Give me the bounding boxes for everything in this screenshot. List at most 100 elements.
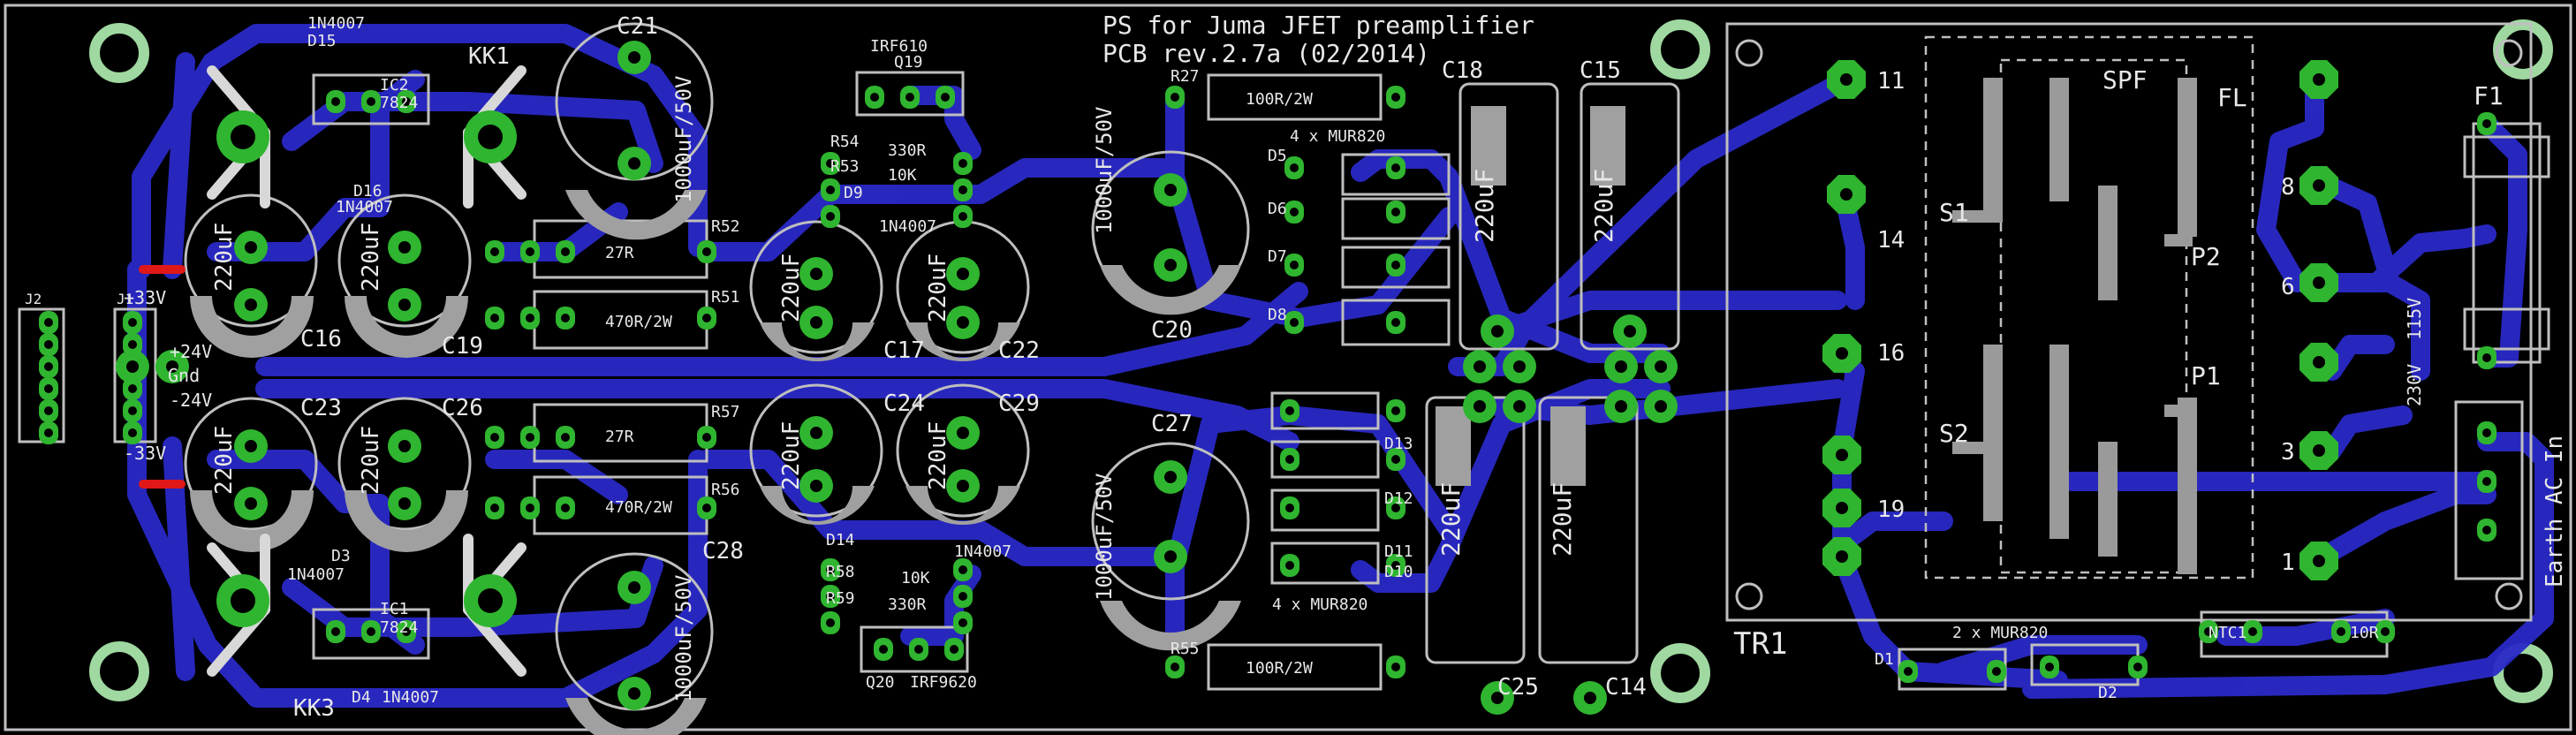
ic1-label: IC1 (380, 600, 409, 618)
c19-label: C19 (442, 333, 483, 360)
c23-label: C23 (300, 395, 342, 421)
r27-value: 100R/2W (1246, 90, 1313, 109)
p2-label: P2 (2191, 242, 2221, 271)
r57-value: 27R (605, 428, 634, 446)
c18-value: 220uF (1470, 169, 1499, 243)
d12-label: D12 (1384, 489, 1413, 508)
c16-label: C16 (300, 326, 342, 352)
r53-label: R53 (830, 157, 860, 176)
r55-label: R55 (1171, 640, 1200, 658)
d11-label: D11 (1384, 542, 1413, 561)
d9-label: D9 (844, 184, 863, 202)
jumpers (139, 265, 186, 489)
d7-label: D7 (1268, 247, 1287, 266)
c18-label: C18 (1442, 57, 1483, 84)
c23-value: 220uF (211, 426, 238, 495)
pin-3: 3 (2281, 439, 2295, 466)
earth-ac-in-label: Earth AC In (2542, 436, 2568, 587)
r52-value: 27R (605, 244, 634, 262)
d4-label: D4 (352, 688, 371, 707)
ic1-type: 7824 (380, 618, 418, 637)
r52-label: R52 (711, 217, 740, 236)
d3-type: 1N4007 (287, 565, 345, 584)
c22-label: C22 (998, 337, 1040, 364)
c24-value: 220uF (778, 421, 805, 490)
d5-label: D5 (1268, 147, 1287, 165)
q19-label: Q19 (894, 53, 923, 72)
c21-value: 1000uF/50V (671, 76, 696, 204)
f1-label: F1 (2474, 81, 2504, 110)
q20-type: IRF9620 (910, 673, 977, 692)
cap-polarity-marks (190, 106, 1625, 735)
c29-value: 220uF (925, 421, 951, 490)
c14-value: 220uF (1548, 482, 1577, 557)
c27-value: 1000uF/50V (1092, 474, 1117, 602)
r10-label: 10R (2350, 624, 2379, 642)
d2-label: D2 (2098, 684, 2118, 702)
c22-value: 220uF (925, 254, 951, 322)
d16-label: D16 (353, 182, 383, 201)
c26-label: C26 (442, 395, 483, 421)
r27-label: R27 (1171, 67, 1200, 86)
q20-label: Q20 (866, 673, 895, 692)
r54-value: 330R (888, 141, 927, 160)
pin-1: 1 (2281, 549, 2295, 576)
r58-label: R58 (826, 563, 855, 581)
r56-value: 470R/2W (605, 498, 672, 517)
r51-label: R51 (711, 288, 740, 307)
v230-label: 230V (2404, 364, 2425, 406)
c21-label: C21 (617, 13, 658, 40)
pin-19: 19 (1877, 496, 1905, 523)
c27-label: C27 (1151, 411, 1193, 437)
ic2-label: IC2 (380, 76, 409, 95)
j1-label: J1 (117, 291, 133, 307)
pin-8: 8 (2281, 174, 2295, 201)
r59-label: R59 (826, 589, 855, 608)
r57-label: R57 (711, 403, 740, 421)
c14-label: C14 (1605, 674, 1647, 701)
ntc1-label: NTC1 (2209, 624, 2246, 642)
c15-label: C15 (1580, 57, 1621, 84)
v115-label: 115V (2404, 298, 2425, 340)
c20-label: C20 (1151, 317, 1193, 344)
mur-tr-label: 2 x MUR820 (1952, 624, 2048, 642)
r54-label: R54 (830, 133, 860, 151)
c29-label: C29 (998, 390, 1040, 417)
transformer-tr1 (1725, 22, 2533, 622)
r56-label: R56 (711, 481, 740, 499)
d14-label: D14 (826, 531, 855, 549)
j2-label: J2 (25, 291, 42, 307)
s2-label: S2 (1939, 419, 1969, 448)
p24-label: +24V (170, 341, 212, 362)
c28-label: C28 (702, 538, 744, 565)
tr1-label: TR1 (1733, 626, 1787, 662)
board-outline (4, 4, 2572, 731)
d8-label: D8 (1268, 306, 1287, 324)
kk3-label: KK3 (293, 695, 335, 722)
r55-value: 100R/2W (1246, 659, 1313, 678)
n33-label: -33V (124, 443, 166, 464)
d14-type: 1N4007 (954, 542, 1011, 561)
c19-value: 220uF (358, 223, 384, 292)
c20-value: 1000uF/50V (1092, 107, 1117, 235)
d6-label: D6 (1268, 200, 1287, 218)
d1-label: D1 (1875, 650, 1894, 669)
r53-value: 10K (888, 166, 917, 185)
silk-text: PS for Juma JFET preamplifier PCB rev.2.… (25, 11, 2568, 722)
silkscreen (18, 22, 2550, 711)
pin-14: 14 (1877, 227, 1905, 254)
s1-label: S1 (1939, 198, 1969, 227)
pads (39, 41, 2496, 715)
d4-type: 1N4007 (382, 688, 439, 707)
d16-type: 1N4007 (336, 198, 393, 216)
p33-label: +33V (124, 287, 166, 308)
kk1-label: KK1 (468, 43, 510, 70)
title-line1: PS for Juma JFET preamplifier (1102, 11, 1534, 40)
c25-label: C25 (1497, 674, 1539, 701)
r51-value: 470R/2W (605, 313, 672, 331)
r59-value: 330R (888, 595, 927, 614)
c17-value: 220uF (778, 254, 805, 322)
d15-type: 1N4007 (307, 14, 365, 33)
mur-top-label: 4 x MUR820 (1290, 127, 1385, 146)
